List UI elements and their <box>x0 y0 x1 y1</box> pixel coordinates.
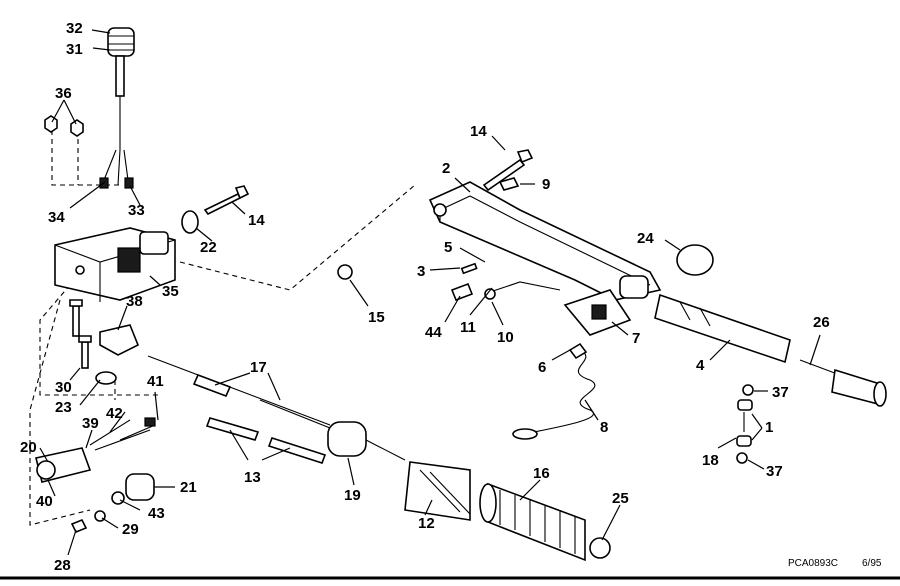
callout-42: 42 <box>106 405 123 422</box>
callout-38: 38 <box>126 293 143 310</box>
figure-date: 6/95 <box>862 558 882 569</box>
callout-44: 44 <box>425 324 442 341</box>
callout-37-bottom: 37 <box>766 463 783 480</box>
harness-lower-left <box>35 417 156 483</box>
callout-5: 5 <box>444 239 452 256</box>
callout-36: 36 <box>55 85 72 102</box>
callout-13: 13 <box>244 469 261 486</box>
callout-18: 18 <box>702 452 719 469</box>
callout-9: 9 <box>542 176 550 193</box>
handle-end <box>799 359 887 407</box>
small-parts-center <box>337 262 561 302</box>
callout-34: 34 <box>48 209 65 226</box>
callout-16: 16 <box>533 465 550 482</box>
connector-plug <box>99 27 135 189</box>
callout-24: 24 <box>637 230 654 247</box>
callout-3: 3 <box>417 263 425 280</box>
tiller-shaft <box>654 293 791 364</box>
screws-left <box>69 299 140 385</box>
callout-35: 35 <box>162 283 179 300</box>
bolt-and-clip-right <box>482 149 534 192</box>
callout-25: 25 <box>612 490 629 507</box>
small-parts-right <box>736 384 754 464</box>
leader-lines <box>39 29 821 556</box>
callout-7: 7 <box>632 330 640 347</box>
callout-21: 21 <box>180 479 197 496</box>
throttle-cable <box>147 355 406 464</box>
callout-1: 1 <box>765 419 773 436</box>
stop-switch <box>512 289 632 440</box>
bolt-and-washer-left <box>181 185 250 234</box>
callout-37-top: 37 <box>772 384 789 401</box>
callout-labels: 32 31 36 34 33 14 22 35 38 30 23 41 42 3… <box>20 20 830 574</box>
assembly-dashed-lines <box>29 130 416 526</box>
callout-12: 12 <box>418 515 435 532</box>
callout-23: 23 <box>55 399 72 416</box>
figure-code: PCA0893C <box>788 558 838 569</box>
callout-43: 43 <box>148 505 165 522</box>
small-parts-lower-left <box>70 473 155 534</box>
callout-29: 29 <box>122 521 139 538</box>
callout-10: 10 <box>497 329 514 346</box>
callout-33: 33 <box>128 202 145 219</box>
callout-20: 20 <box>20 439 37 456</box>
twist-grip <box>404 461 611 562</box>
callout-30: 30 <box>55 379 72 396</box>
callout-19: 19 <box>344 487 361 504</box>
switch-body <box>54 227 176 302</box>
callout-32: 32 <box>66 20 83 37</box>
callout-17: 17 <box>250 359 267 376</box>
tiller-arm <box>428 181 662 301</box>
callout-8: 8 <box>600 419 608 436</box>
callout-31: 31 <box>66 41 83 58</box>
callout-2: 2 <box>442 160 450 177</box>
callout-26: 26 <box>813 314 830 331</box>
callout-4: 4 <box>696 357 705 374</box>
callout-14-left: 14 <box>248 212 265 229</box>
callout-15: 15 <box>368 309 385 326</box>
callout-22: 22 <box>200 239 217 256</box>
callout-39: 39 <box>82 415 99 432</box>
callout-6: 6 <box>538 359 546 376</box>
callout-41: 41 <box>147 373 164 390</box>
nuts <box>44 115 84 137</box>
bushing <box>676 244 714 276</box>
callout-40: 40 <box>36 493 53 510</box>
callout-14-right: 14 <box>470 123 487 140</box>
callout-11: 11 <box>460 319 476 336</box>
callout-28: 28 <box>54 557 71 574</box>
